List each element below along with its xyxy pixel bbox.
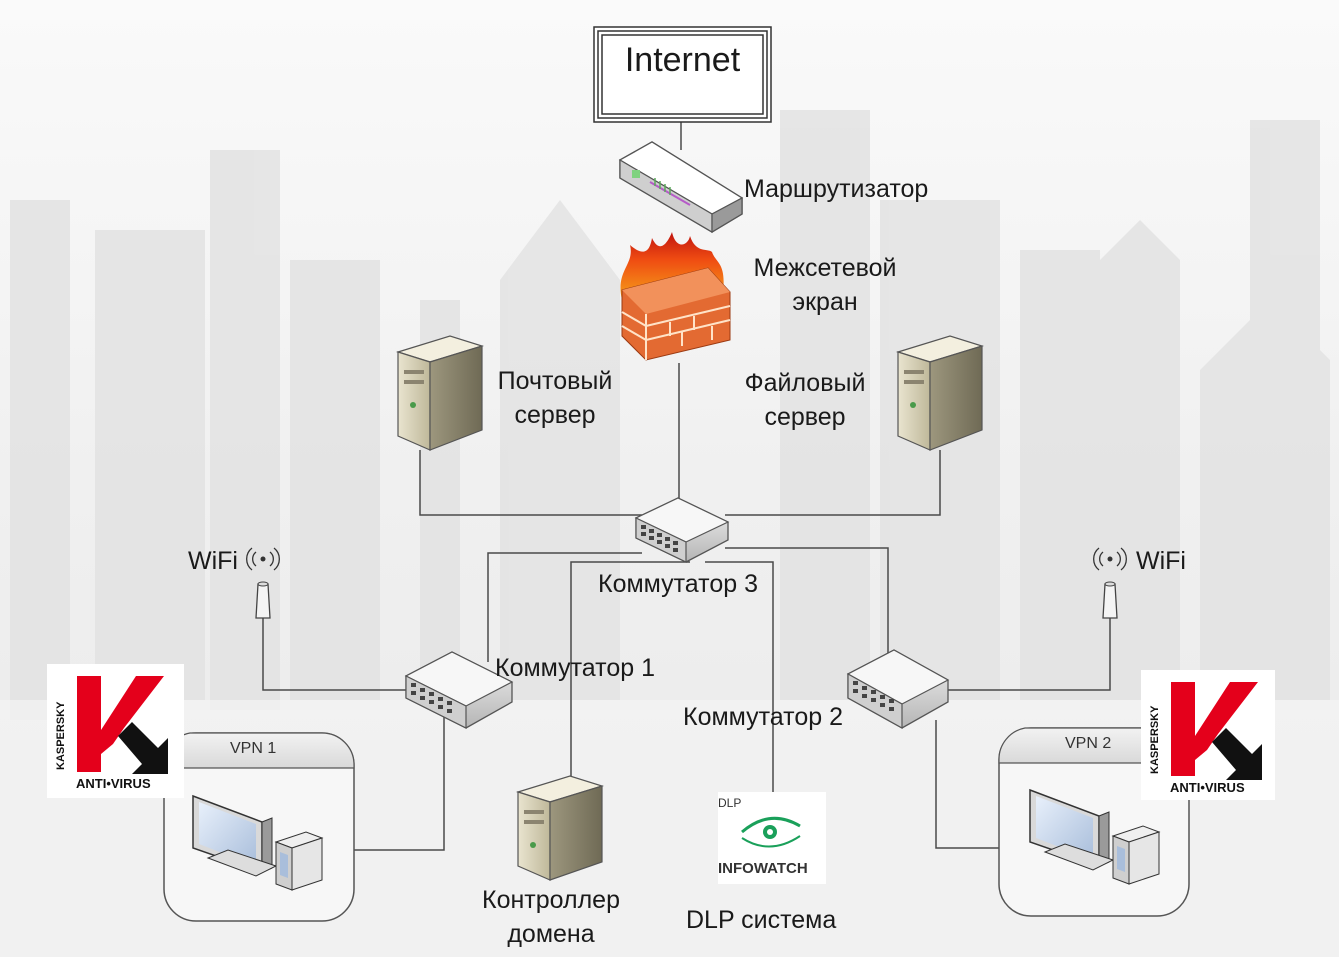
firewall-label-line2: экран: [792, 288, 858, 316]
switch-3-label: Коммутатор 3: [598, 570, 758, 598]
kaspersky-right-brand-text: KASPERSKY: [1149, 705, 1161, 774]
router-icon: [618, 141, 744, 234]
kaspersky-logo-right-icon: [1141, 670, 1275, 800]
mail-server-label-line2: сервер: [514, 401, 596, 429]
wifi-antenna-right-icon: [1093, 547, 1127, 619]
workstation-tower-vpn2-icon: [1111, 825, 1161, 885]
mail-server-icon: [395, 335, 485, 451]
switch-1-label: Коммутатор 1: [495, 654, 655, 682]
dlp-system-label: DLP система: [686, 906, 837, 934]
file-server-label-line1: Файловый: [744, 369, 866, 397]
internet-node: [593, 26, 772, 123]
kaspersky-left-product-text: ANTI•VIRUS: [76, 776, 151, 791]
workstation-tower-vpn1-icon: [274, 831, 324, 891]
firewall-label-line1: Межсетевой: [753, 254, 897, 282]
workstation-monitor-vpn2-icon: [1029, 788, 1115, 871]
internet-label: Internet: [624, 41, 741, 79]
kaspersky-logo-left-icon: [47, 664, 184, 798]
infowatch-dlp-text: DLP: [718, 796, 742, 810]
workstation-monitor-vpn1-icon: [192, 794, 278, 877]
domain-controller-label-line2: домена: [507, 920, 595, 948]
switch-2-icon: [846, 649, 950, 730]
infowatch-logo-icon: [718, 792, 826, 884]
kaspersky-left-brand-text: KASPERSKY: [55, 701, 67, 770]
vpn-1-label: VPN 1: [230, 740, 277, 757]
mail-server-label-line1: Почтовый: [497, 367, 613, 395]
switch-3-icon: [634, 497, 730, 563]
domain-controller-icon: [515, 775, 605, 881]
kaspersky-right-product-text: ANTI•VIRUS: [1170, 780, 1245, 795]
domain-controller-label-line1: Контроллер: [482, 886, 620, 914]
file-server-label-line2: сервер: [764, 403, 846, 431]
vpn-2-label: VPN 2: [1065, 735, 1112, 752]
file-server-icon: [895, 335, 985, 451]
firewall-icon: [620, 232, 731, 361]
infowatch-brand-text: INFOWATCH: [718, 860, 808, 877]
router-label: Маршрутизатор: [744, 175, 929, 203]
wifi-antenna-left-icon: [246, 547, 280, 619]
city-skyline-backdrop: [10, 110, 1330, 720]
switch-2-label: Коммутатор 2: [683, 703, 843, 731]
wifi-right-label: WiFi: [1136, 547, 1186, 575]
network-links: [262, 122, 1111, 851]
switch-1-icon: [404, 651, 514, 729]
wifi-left-label: WiFi: [188, 547, 238, 575]
